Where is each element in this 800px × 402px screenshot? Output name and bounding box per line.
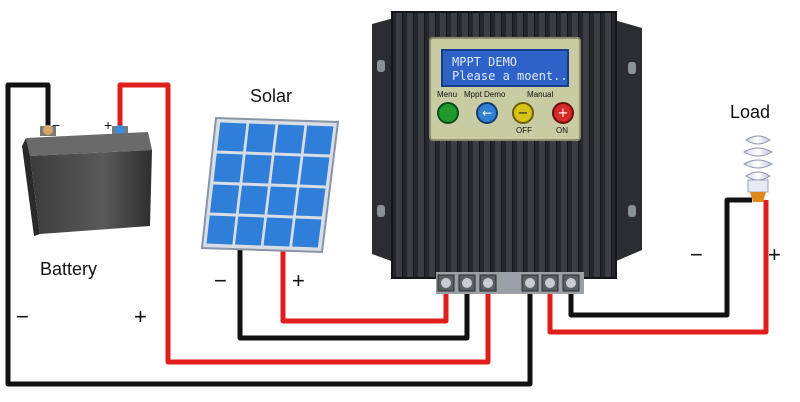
- charge-controller: MPPT DEMO Please a moent.. Menu Mppt Dem…: [372, 11, 642, 294]
- on-button[interactable]: + ON: [552, 102, 574, 135]
- load-negative-wire: [568, 197, 752, 318]
- battery-negative-wire: [5, 82, 533, 387]
- minus-icon: −: [518, 106, 529, 121]
- menu-button[interactable]: Menu: [437, 90, 459, 124]
- battery-terminal-minus-label: −: [52, 117, 60, 133]
- load-positive-wire: [547, 200, 769, 335]
- solar-plus-label: +: [292, 268, 305, 293]
- solar-cell: [292, 218, 322, 248]
- solar-cell: [303, 125, 334, 155]
- solar-cell: [299, 156, 330, 186]
- terminal-block: [436, 272, 584, 294]
- solar-cell: [235, 216, 265, 246]
- screw-head: [483, 278, 493, 288]
- screw-head: [441, 278, 451, 288]
- battery-positive-terminal: [115, 125, 125, 135]
- lcd-line-1: MPPT DEMO: [452, 55, 517, 69]
- mppt-demo-button[interactable]: Mppt Demo ←: [464, 90, 506, 124]
- solar-panel: [200, 116, 340, 254]
- mppt-demo-button-label: Mppt Demo: [464, 90, 506, 99]
- solar-cell: [274, 124, 305, 154]
- manual-off-button[interactable]: Manual − OFF: [512, 90, 553, 135]
- menu-button-label: Menu: [437, 90, 457, 99]
- screw-head: [545, 278, 555, 288]
- solar-cell: [210, 184, 240, 214]
- screw-head: [462, 278, 472, 288]
- solar-cell: [213, 153, 243, 183]
- wires: [5, 82, 769, 387]
- battery: [22, 125, 152, 236]
- screw-head: [525, 278, 535, 288]
- lcd-screen: [441, 49, 569, 87]
- solar-cell: [295, 187, 326, 217]
- solar-label: Solar: [250, 86, 292, 106]
- screw-head: [566, 278, 576, 288]
- lcd-line-2: Please a moent..: [452, 69, 568, 83]
- solar-cells: [206, 122, 334, 248]
- solar-cell: [245, 123, 276, 153]
- solar-cell: [271, 155, 301, 185]
- solar-minus-label: −: [214, 268, 227, 293]
- plus-icon: +: [558, 106, 569, 121]
- battery-plus-label: +: [134, 304, 147, 329]
- manual-button-label: Manual: [527, 90, 553, 99]
- solar-cell: [267, 186, 297, 216]
- solar-cell: [217, 122, 247, 152]
- solar-cell: [242, 154, 272, 184]
- terminal-screws: [437, 274, 580, 292]
- off-label: OFF: [516, 126, 532, 135]
- battery-positive-wire: [117, 82, 491, 365]
- load-plus-label: +: [768, 242, 781, 267]
- battery-terminal-plus-label: +: [104, 117, 112, 133]
- solar-cell: [263, 217, 293, 247]
- battery-label: Battery: [40, 259, 97, 279]
- battery-minus-label: −: [16, 304, 29, 329]
- back-arrow-icon: ←: [482, 106, 492, 120]
- on-label: ON: [556, 126, 568, 135]
- solar-cell: [238, 185, 268, 215]
- solar-cell: [206, 215, 236, 245]
- load-bulb-icon: [742, 135, 774, 202]
- battery-negative-terminal: [43, 125, 53, 135]
- solar-negative-wire: [237, 250, 470, 341]
- load-label: Load: [730, 102, 770, 122]
- solar-positive-wire: [280, 250, 449, 324]
- load-minus-label: −: [690, 242, 703, 267]
